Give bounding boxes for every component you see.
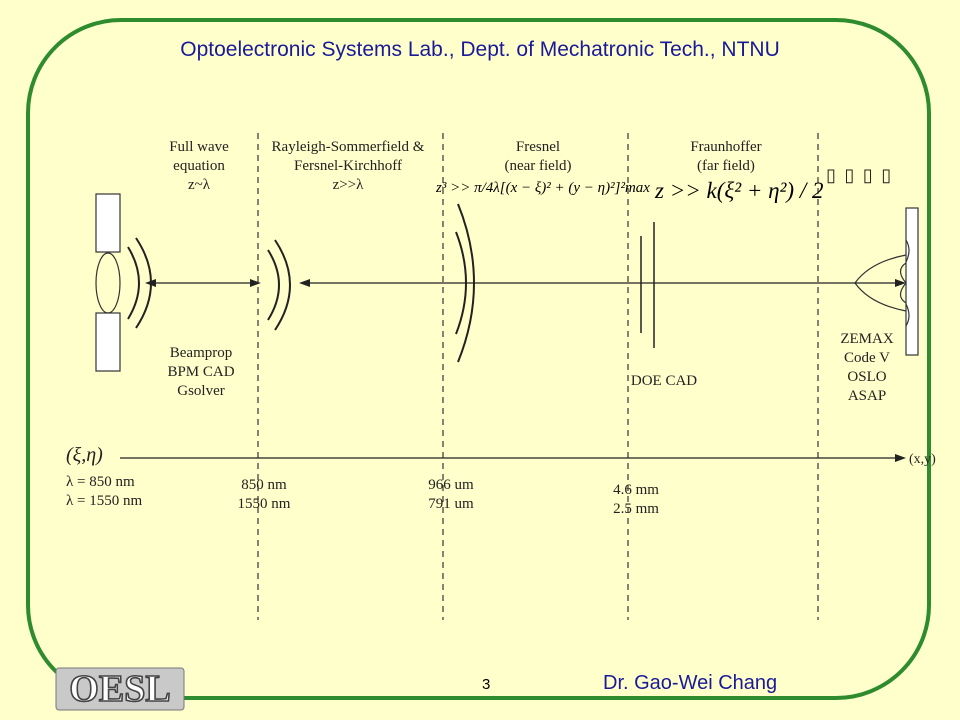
tool-label: Beamprop <box>169 345 233 361</box>
doe-tool: DOE CAD <box>630 373 698 389</box>
region-fresnel: Fresnel (near field) <box>488 138 588 176</box>
slide-frame <box>26 18 931 700</box>
wavefront-region2-2 <box>274 239 291 331</box>
arrowhead-right-2 <box>895 279 906 287</box>
region-full-wave: Full wave equation z~λ <box>156 138 242 195</box>
region-label-line: (near field) <box>504 158 572 174</box>
tool-label: Gsolver <box>177 383 225 399</box>
aperture-top <box>95 193 121 253</box>
wavefront-source-1 <box>127 246 140 320</box>
region-label-line: Fresnel <box>515 139 561 155</box>
tool-label: ZEMAX <box>840 331 894 347</box>
optics-tools: ZEMAX Code V OSLO ASAP <box>824 330 910 406</box>
page-number: 3 <box>482 676 491 693</box>
distance-region3: 966 um 791 um <box>413 476 489 514</box>
wavelength-value: λ = 850 nm <box>66 474 135 490</box>
aperture-bottom <box>95 312 121 372</box>
region-label-line: Rayleigh-Sommerfield & <box>271 139 425 155</box>
placeholder-glyphs: ▯ ▯ ▯ ▯ <box>826 165 894 185</box>
wavelength-value: λ = 1550 nm <box>66 493 143 509</box>
wavelength-list: λ = 850 nm λ = 1550 nm <box>66 473 142 511</box>
region-rayleigh: Rayleigh-Sommerfield & Fersnel-Kirchhoff… <box>264 138 432 195</box>
logo-text: OESL <box>69 668 170 710</box>
region-label-line: z>>λ <box>332 177 364 193</box>
arrowhead-left-1 <box>145 279 156 287</box>
region-label-line: Full wave <box>169 139 229 155</box>
distance-value: 1550 nm <box>237 496 291 512</box>
arrowhead-right-1 <box>250 279 261 287</box>
region-fraunhoffer: Fraunhoffer (far field) <box>676 138 776 176</box>
region-label-line: Fersnel-Kirchhoff <box>293 158 403 174</box>
oesl-logo: OESL <box>55 667 185 711</box>
wavefront-region2-1 <box>267 249 280 321</box>
distance-value: 2.5 mm <box>613 501 659 517</box>
fresnel-condition: z³ >> π/4λ[(x − ξ)² + (y − η)²]²max <box>436 180 650 196</box>
distance-region2: 850 nm 1550 nm <box>226 476 302 514</box>
tool-label: OSLO <box>847 369 887 385</box>
distance-region4: 4.6 mm 2.5 mm <box>598 481 674 519</box>
distance-value: 966 um <box>428 477 474 493</box>
axis-arrowhead <box>895 454 906 462</box>
fraunhofer-condition: z >> k(ξ² + η²) / 2 <box>655 178 824 203</box>
tool-label: ASAP <box>847 388 887 404</box>
distance-value: 4.6 mm <box>613 482 659 498</box>
region-label-line: equation <box>173 158 225 174</box>
axis-origin-label: (ξ,η) <box>66 444 103 466</box>
source-lens <box>95 252 121 314</box>
diffraction-lobes <box>905 239 910 327</box>
region-label-line: (far field) <box>697 158 755 174</box>
region-label-line: z~λ <box>187 177 211 193</box>
author-name: Dr. Gao-Wei Chang <box>603 672 778 694</box>
tool-label: BPM CAD <box>167 364 235 380</box>
slide-header: Optoelectronic Systems Lab., Dept. of Me… <box>180 38 780 61</box>
bpm-tools: Beamprop BPM CAD Gsolver <box>158 344 244 401</box>
distance-value: 791 um <box>428 496 474 512</box>
region-label-line: Fraunhoffer <box>690 139 762 155</box>
arrowhead-left-2 <box>299 279 310 287</box>
tool-label: Code V <box>844 350 890 366</box>
distance-value: 850 nm <box>241 477 287 493</box>
axis-end-label: (x,y) <box>909 452 936 467</box>
